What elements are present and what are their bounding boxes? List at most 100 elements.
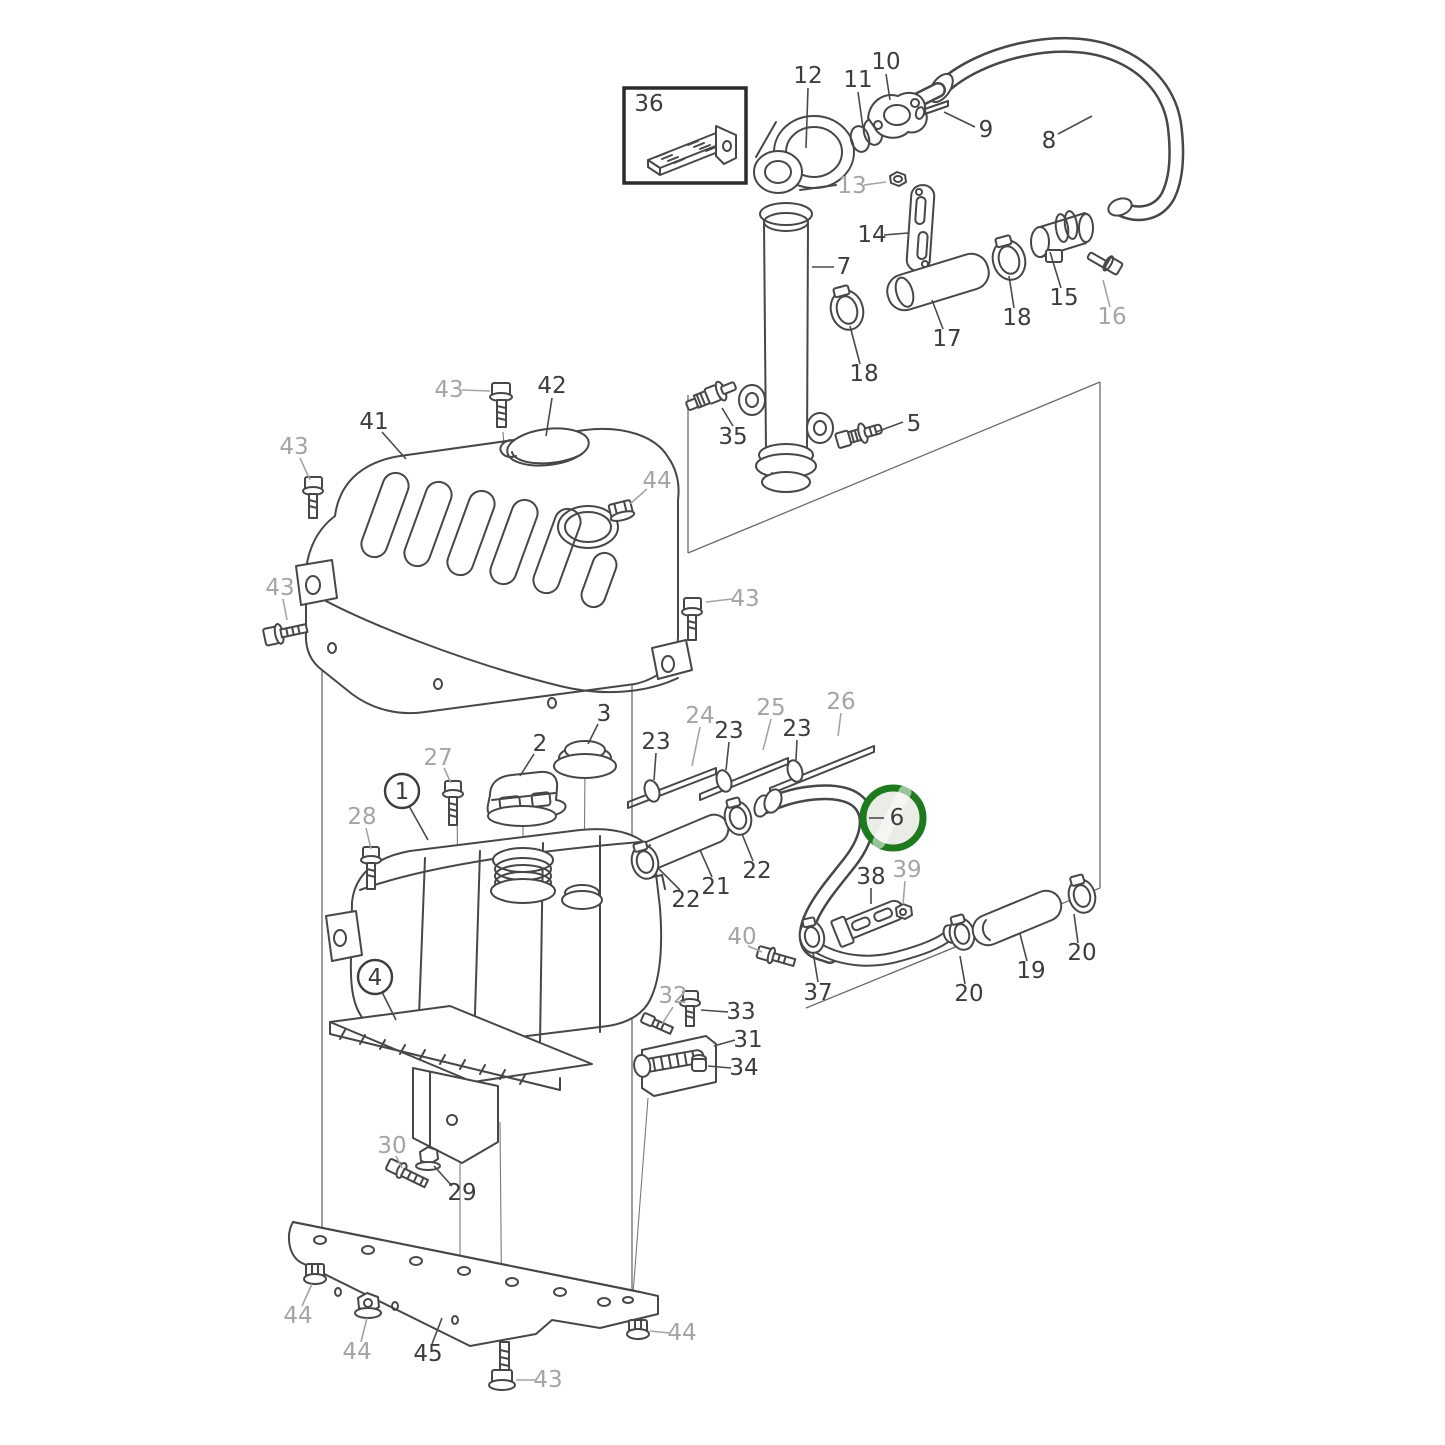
nut-44-right (626, 1319, 650, 1340)
part-label-27-25: 27 (423, 745, 452, 771)
leader-line-33 (700, 1009, 729, 1013)
hose-clamp-20-left (948, 913, 976, 951)
bolt-32 (640, 1012, 674, 1035)
leader-line-4 (381, 991, 397, 1021)
part-label-43-56: 43 (533, 1367, 562, 1393)
riser-pipe-7 (738, 202, 834, 493)
part-label-15-9: 15 (1049, 285, 1078, 311)
leader-line-22 (657, 867, 681, 891)
hose-17 (886, 252, 990, 312)
part-label-44-20: 44 (642, 468, 671, 494)
leader-line-43 (299, 457, 311, 481)
tube-24 (627, 767, 717, 809)
part-label-42-17: 42 (537, 373, 566, 399)
leader-line-12 (805, 87, 809, 149)
leader-line-34 (707, 1065, 732, 1069)
leader-line-20 (1073, 913, 1079, 944)
leader-line-18 (1008, 275, 1015, 309)
part-label-5-15: 5 (907, 411, 922, 437)
bracket-4-plate (329, 1005, 593, 1164)
leader-line-35 (721, 407, 734, 427)
bolt-16 (1086, 251, 1124, 276)
part-label-14-7: 14 (857, 222, 886, 248)
leader-line-14 (883, 232, 909, 236)
leader-line-44 (629, 488, 648, 505)
hose-19 (971, 889, 1063, 947)
part-label-13-6: 13 (837, 173, 866, 199)
bolt-30 (385, 1158, 429, 1189)
part-label-18-11: 18 (1002, 305, 1031, 331)
tube-25 (699, 757, 789, 801)
part-label-40-40: 40 (727, 924, 756, 950)
fitting-5 (834, 422, 883, 449)
leader-line-26 (837, 712, 842, 737)
part-label-8-5: 8 (1042, 128, 1057, 154)
hose-clamp-20-right (1067, 873, 1097, 914)
leader-line-43 (282, 598, 288, 621)
mounting-bracket-assembly (287, 990, 717, 1391)
leader-line-42 (545, 397, 553, 437)
part-label-18-13: 18 (849, 361, 878, 387)
leader-line-29 (433, 1165, 453, 1187)
part-label-1-26: 1 (395, 779, 410, 805)
part-label-23-32: 23 (782, 716, 811, 742)
hose-clamp-18-right (991, 234, 1027, 281)
stud-9 (914, 100, 949, 120)
part-label-44-53: 44 (342, 1339, 371, 1365)
balloon-circle-1[interactable] (383, 772, 421, 810)
clamp-23-a (643, 779, 661, 803)
cap-disc-42 (499, 427, 590, 467)
part-label-43-22: 43 (730, 586, 759, 612)
leader-line-11 (857, 91, 864, 129)
part-label-19-43: 19 (1016, 958, 1045, 984)
part-label-11-2: 11 (843, 67, 872, 93)
nut-29 (415, 1146, 441, 1171)
cap-3 (553, 740, 617, 779)
nut-44-left (303, 1263, 327, 1285)
leader-line-19 (1019, 933, 1028, 962)
part-label-31-48: 31 (733, 1027, 762, 1053)
connector-15 (1030, 210, 1094, 263)
tank-cover-assembly (262, 382, 703, 715)
leader-line-27 (443, 767, 452, 784)
slotted-strap-14 (905, 184, 936, 272)
leader-line-23 (653, 752, 657, 781)
part-label-20-44: 20 (954, 981, 983, 1007)
leader-line-22 (741, 833, 754, 862)
part-label-28-27: 28 (347, 804, 376, 830)
leader-line-10 (885, 73, 891, 101)
part-label-30-50: 30 (377, 1133, 406, 1159)
bolt-43-top (489, 382, 513, 428)
leader-line-5 (875, 421, 904, 433)
part-label-32-46: 32 (658, 983, 687, 1009)
cover-ribs (360, 471, 618, 609)
nut-44-mid (354, 1292, 382, 1319)
part-label-37-41: 37 (803, 980, 832, 1006)
clamp-23-b (715, 769, 733, 793)
vent-neck (561, 884, 603, 910)
leader-line-44 (360, 1317, 368, 1343)
leader-line-15 (1049, 251, 1062, 289)
hose-clamp-18-left (829, 284, 865, 331)
leader-line-9 (943, 111, 976, 128)
bolt-28 (360, 846, 382, 890)
part-label-20-42: 20 (1067, 940, 1096, 966)
filler-neck (490, 847, 556, 904)
clamp-23-c (786, 759, 804, 783)
leader-line-43 (705, 598, 733, 603)
part-label-6-37: 6 (890, 805, 905, 831)
leader-line-23 (725, 741, 730, 771)
highlight-gloss (872, 785, 912, 849)
leader-line-37 (812, 951, 819, 983)
leader-line-18 (849, 325, 861, 365)
slotted-bracket-36 (647, 125, 737, 176)
part-label-35-14: 35 (718, 424, 747, 450)
leader-line-24 (691, 726, 701, 767)
part-label-26-33: 26 (826, 689, 855, 715)
part-label-12-1: 12 (793, 63, 822, 89)
fitting-35 (685, 380, 737, 411)
balloon-circle-4[interactable] (356, 958, 394, 996)
tube-26 (769, 745, 875, 795)
